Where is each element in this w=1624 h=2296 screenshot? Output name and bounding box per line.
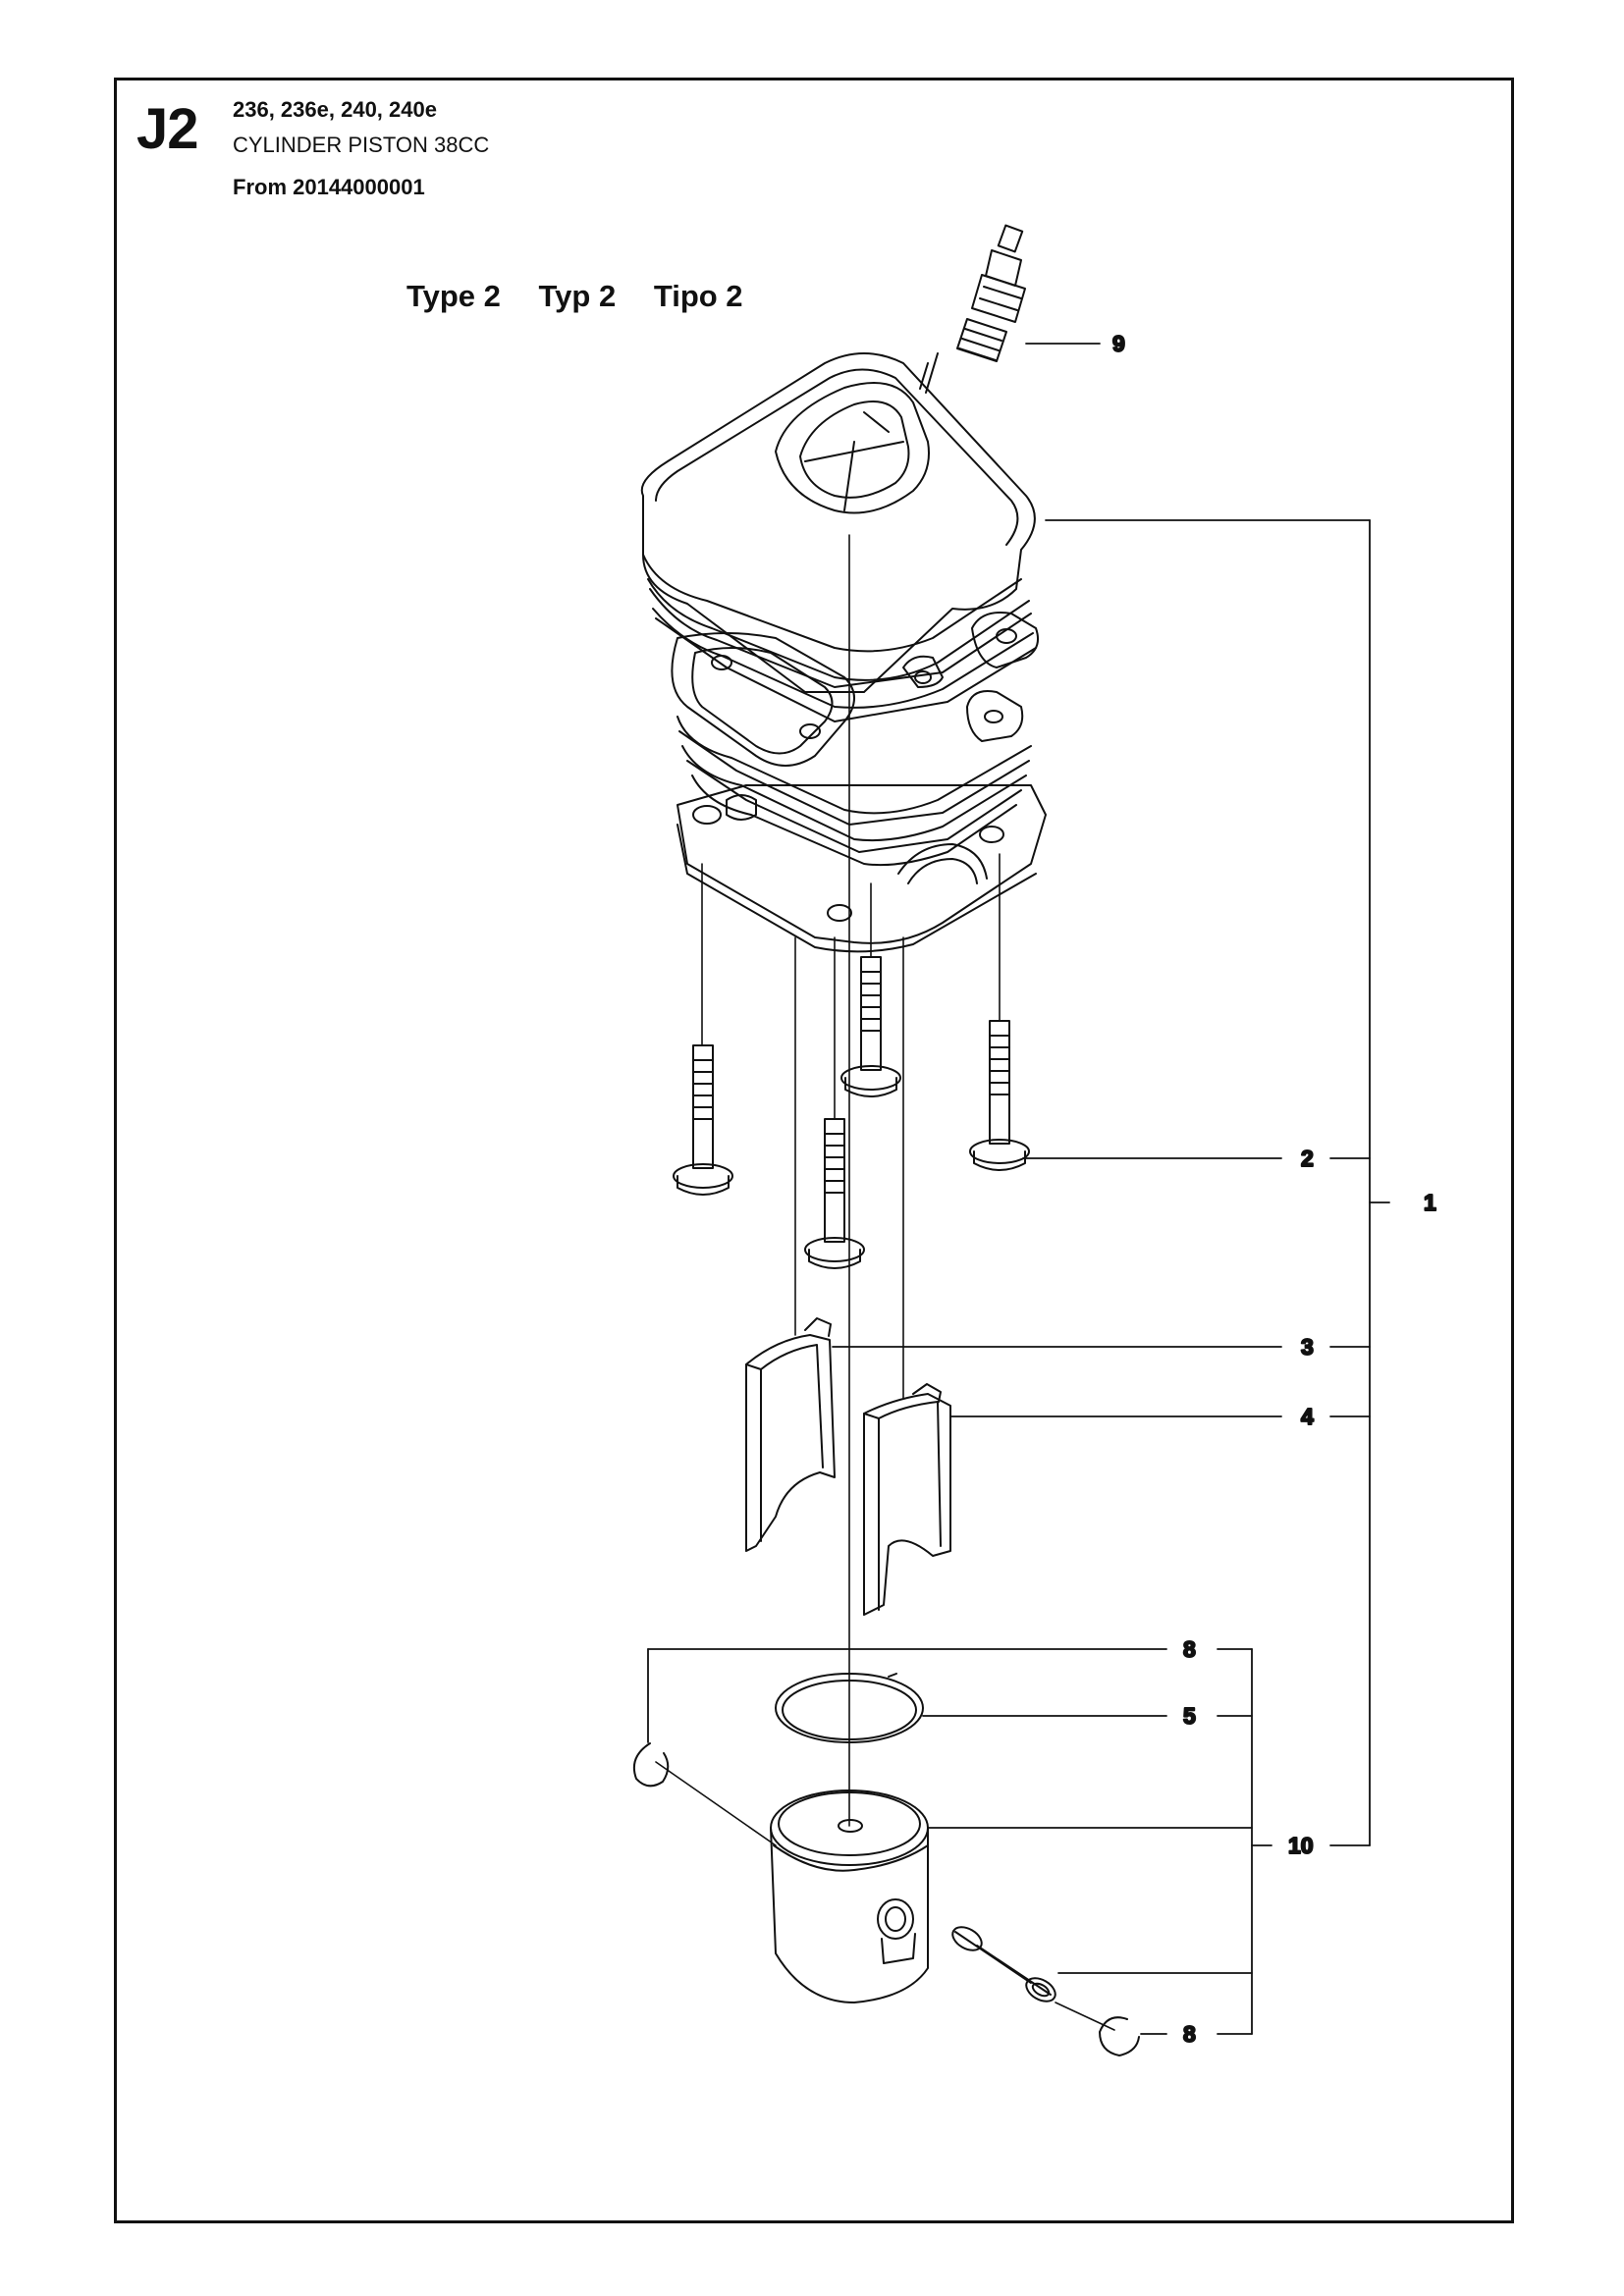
type-label-es: Tipo 2 — [653, 279, 743, 313]
type-label-de: Typ 2 — [538, 279, 617, 313]
callout-2: 2 — [1301, 1146, 1314, 1171]
screws-drawing — [673, 956, 1030, 1269]
piston-pin-drawing — [951, 1926, 1056, 2002]
callout-8-top: 8 — [1183, 1636, 1196, 1662]
spark-plug-drawing — [919, 224, 1026, 394]
section-code: J2 — [136, 97, 199, 161]
type-label-en: Type 2 — [406, 279, 501, 313]
gaskets-drawing — [745, 1317, 951, 1616]
callout-8-bottom: 8 — [1183, 2021, 1196, 2047]
callout-9: 9 — [1112, 331, 1125, 356]
serial-note: From 20144000001 — [233, 175, 425, 199]
callout-5: 5 — [1183, 1703, 1196, 1729]
leader-lines — [647, 343, 1390, 2035]
cylinder-drawing — [640, 352, 1047, 953]
part-title: CYLINDER PISTON 38CC — [233, 133, 490, 157]
callout-10: 10 — [1288, 1833, 1314, 1858]
callout-3: 3 — [1301, 1334, 1314, 1360]
type-label-row: Type 2 Typ 2 Tipo 2 — [406, 281, 773, 311]
model-list: 236, 236e, 240, 240e — [233, 97, 437, 122]
circlips-drawing — [632, 1742, 1140, 2056]
page-frame — [114, 78, 1514, 2223]
assembly-guide-lines — [655, 534, 1115, 2031]
callout-1: 1 — [1424, 1190, 1436, 1215]
callout-4: 4 — [1301, 1404, 1314, 1429]
